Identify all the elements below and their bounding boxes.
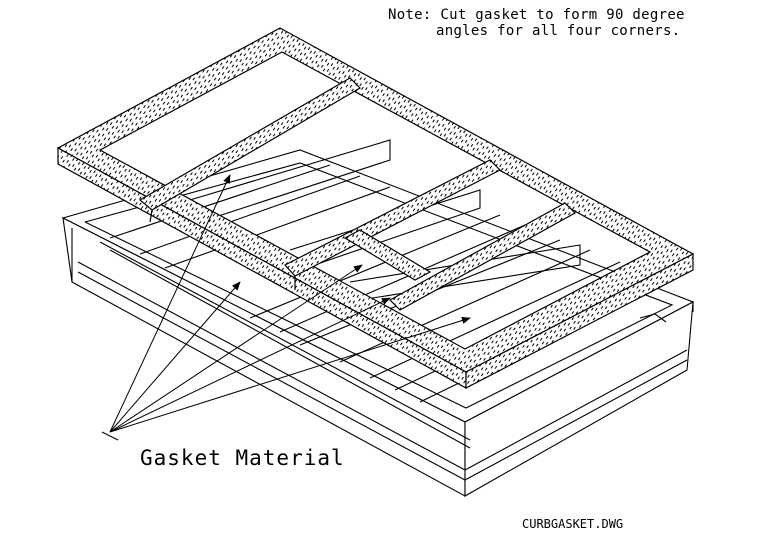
note-line-1: Note: Cut gasket to form 90 degree	[388, 7, 685, 23]
note-line-2: angles for all four corners.	[436, 23, 681, 39]
gasket-frame	[56, 27, 695, 390]
gasket-material-label: Gasket Material	[140, 446, 345, 470]
drawing-filename: CURBGASKET.DWG	[522, 517, 624, 531]
gasket-callout-leaders	[101, 174, 471, 441]
